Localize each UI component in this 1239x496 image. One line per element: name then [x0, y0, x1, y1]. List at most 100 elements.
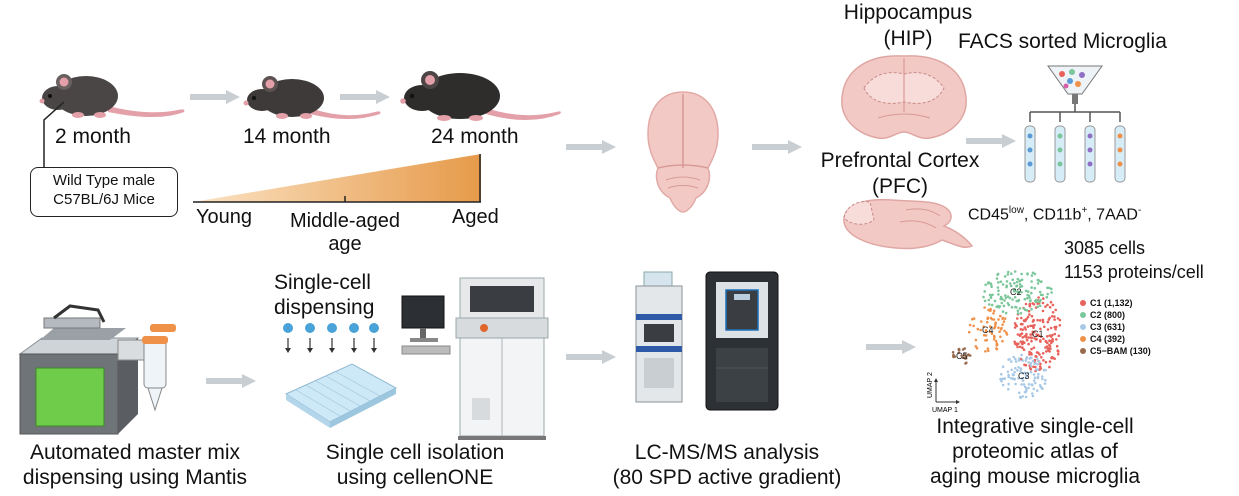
umap-point: [1001, 383, 1005, 387]
umap-point: [988, 325, 992, 328]
umap-point: [1032, 303, 1036, 306]
umap-point: [987, 303, 991, 306]
umap-point: [1014, 357, 1017, 361]
umap-point: [1054, 325, 1058, 329]
umap-point: [1028, 296, 1031, 300]
legend-item-c3: C3 (631): [1080, 322, 1125, 332]
umap-point: [1051, 303, 1055, 307]
pfc-line-2: (PFC): [872, 174, 928, 198]
umap-point: [1042, 297, 1045, 300]
umap-point: [1041, 301, 1045, 305]
umap-point: [1027, 342, 1030, 346]
umap-point: [1017, 290, 1020, 294]
umap-point: [1027, 336, 1031, 339]
umap-point: [986, 317, 989, 321]
umap-point: [1003, 275, 1007, 278]
umap-point: [1036, 351, 1040, 355]
umap-point: [1053, 315, 1056, 318]
umap-point: [998, 330, 1001, 333]
umap-point: [1025, 338, 1029, 342]
umap-point: [1021, 379, 1025, 382]
umap-point: [1039, 335, 1043, 338]
umap-point: [1013, 281, 1016, 285]
umap-point: [1001, 317, 1004, 321]
umap-point: [990, 285, 993, 288]
umap-point: [1033, 286, 1037, 290]
umap-point: [1054, 308, 1057, 312]
umap-point: [999, 314, 1002, 318]
umap-point: [1024, 302, 1028, 306]
umap-point: [1047, 318, 1051, 321]
umap-point: [1037, 360, 1041, 363]
umap-point: [989, 296, 993, 299]
umap-point: [1045, 350, 1048, 353]
umap-point: [1018, 279, 1022, 282]
umap-point: [996, 273, 999, 277]
umap-point: [1001, 365, 1005, 368]
umap-point: [1023, 371, 1027, 374]
umap-point: [1021, 342, 1024, 346]
umap-point: [1041, 320, 1045, 324]
umap-cluster-label: C2: [1010, 287, 1022, 297]
umap-point: [1036, 318, 1039, 322]
umap-point: [1020, 316, 1023, 320]
umap-point: [989, 316, 993, 320]
mouse-14-month-icon: [243, 76, 381, 119]
arrow-icon: [566, 140, 616, 154]
umap-point: [1032, 387, 1036, 391]
umap-point: [1049, 300, 1053, 304]
mouse-stage-24-month: 24 month: [431, 125, 519, 148]
umap-point: [1016, 345, 1019, 349]
umap-point: [1038, 319, 1042, 322]
facs-sorter-icon: [1024, 65, 1126, 183]
umap-point: [1007, 387, 1010, 391]
umap-point: [982, 325, 985, 328]
umap-point: [1053, 318, 1056, 321]
marker-cd45-sup: low: [1008, 205, 1024, 216]
mantis-line-1: Automated master mix: [29, 441, 241, 464]
umap-point: [1033, 381, 1037, 385]
umap-point: [1025, 357, 1028, 360]
umap-point: [1044, 378, 1047, 382]
umap-point: [1013, 340, 1016, 344]
umap-point: [1028, 313, 1031, 316]
umap-point: [1029, 333, 1032, 336]
umap-point: [1020, 383, 1023, 386]
umap-point: [1034, 365, 1037, 369]
umap-point: [1041, 309, 1045, 313]
umap-point: [1057, 334, 1061, 338]
umap-point: [974, 345, 978, 348]
umap-point: [1013, 370, 1016, 374]
umap-point: [1024, 395, 1028, 399]
umap-point: [976, 327, 980, 331]
umap-point: [1053, 332, 1057, 336]
umap-point: [1006, 302, 1010, 305]
umap-point: [1010, 368, 1013, 372]
umap-point: [1058, 324, 1062, 327]
umap-point: [964, 357, 967, 360]
umap-point: [988, 330, 992, 334]
umap-point: [957, 351, 960, 355]
umap-point: [1003, 299, 1006, 302]
umap-cluster-label: C1: [1032, 329, 1044, 339]
umap-cluster-label: C4: [982, 325, 994, 335]
umap-point: [1030, 274, 1034, 277]
umap-point: [1018, 345, 1022, 349]
umap-point: [1055, 344, 1059, 348]
umap-point: [1016, 333, 1020, 336]
umap-point: [1041, 387, 1044, 390]
umap-point: [1033, 272, 1037, 276]
umap-point: [984, 334, 988, 337]
umap-point: [1030, 280, 1033, 283]
umap-point: [1046, 335, 1049, 338]
umap-point: [1041, 352, 1045, 355]
umap-point: [1005, 331, 1008, 334]
umap-point: [1025, 309, 1029, 312]
umap-point: [994, 321, 997, 324]
umap-y-label: UMAP 2: [927, 372, 934, 398]
umap-cluster-c5: [951, 347, 972, 365]
umap-point: [1016, 277, 1020, 281]
umap-point: [986, 347, 990, 350]
umap-point: [983, 299, 987, 303]
atlas-line-3: aging mouse microglia: [929, 465, 1141, 489]
